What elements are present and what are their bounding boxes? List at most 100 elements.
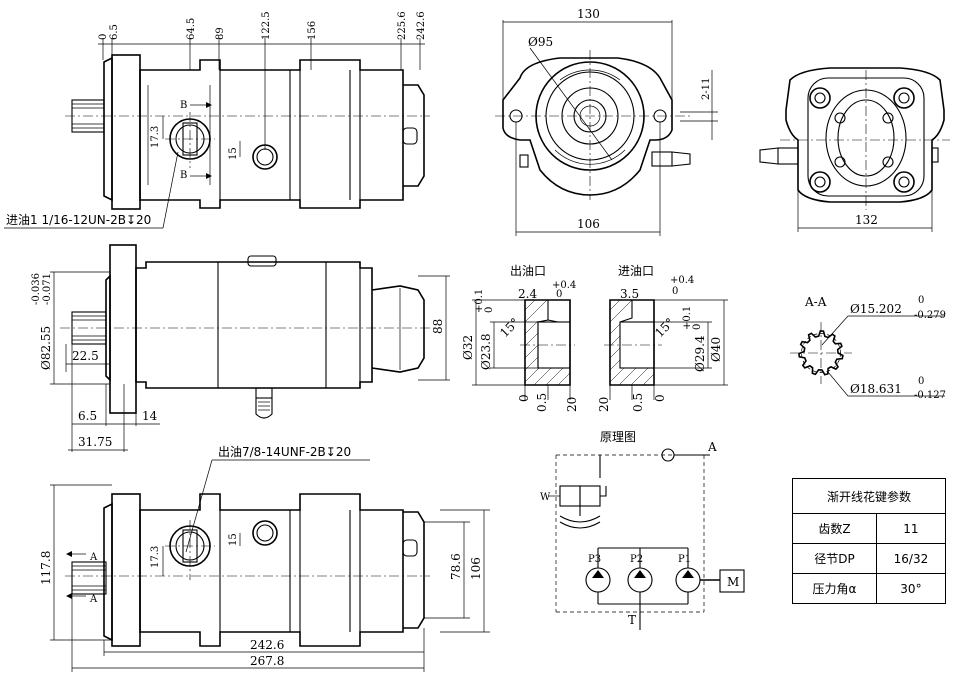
table-row: 径节DP 16/32 xyxy=(792,543,947,574)
valve-w: W xyxy=(540,492,551,503)
dim-3-5: 3.5 xyxy=(620,287,639,301)
spline-gear xyxy=(798,330,844,376)
dim-31-75: 31.75 xyxy=(78,435,112,449)
front-view: 130 Ø95 2-11 106 xyxy=(495,7,718,236)
table-row: 压力角α 30° xyxy=(792,573,947,604)
dim-2-4: 2.4 xyxy=(518,287,537,301)
port-t: T xyxy=(628,613,636,627)
dim-88: 88 xyxy=(431,319,445,334)
dim-242-6: 242.6 xyxy=(250,638,284,652)
tol-major-upper: 0 xyxy=(918,376,924,387)
dim-top-156: 156 xyxy=(307,21,318,40)
dim-106-front: 106 xyxy=(577,217,600,231)
tol-side-upper-in: +0.1 xyxy=(682,306,693,330)
tol-lower: -0.071 xyxy=(42,273,53,305)
tol-2-4-upper: +0.4 xyxy=(552,280,576,291)
outlet-port-title: 出油口 xyxy=(510,264,546,278)
tol-upper: -0.036 xyxy=(31,273,42,305)
dim-2-11: 2-11 xyxy=(701,78,712,100)
bottom-view: 15 17.3 出油7/8-14UNF-2B↧20 A A 117.8 78.6… xyxy=(39,445,490,672)
dim-0-5-inlet: 0.5 xyxy=(631,393,645,412)
dim-132: 132 xyxy=(855,213,878,227)
angle-15-outlet: 15° xyxy=(497,315,522,340)
dim-d82-55: Ø82.55 xyxy=(39,326,53,370)
dim-top-122-5: 122.5 xyxy=(261,11,272,40)
top-view: 0 6.5 64.5 89 122.5 156 225.6 242.6 xyxy=(4,11,430,229)
spec-label: 径节DP xyxy=(792,543,877,574)
dim-17-3-top: 17.3 xyxy=(150,126,161,148)
schematic-title: 原理图 xyxy=(600,430,636,444)
rear-view: 132 xyxy=(759,67,950,232)
spline-section-aa: A-A Ø15.202 0 -0.279 Ø18.631 0 -0.127 xyxy=(790,295,946,401)
tol-side-lower: 0 xyxy=(484,307,495,313)
dim-top-6-5: 6.5 xyxy=(109,24,120,40)
dim-d95: Ø95 xyxy=(528,35,553,49)
outlet-port-section: 出油口 2.4 +0.4 0 +0.1 0 15° Ø32 Ø23 xyxy=(461,264,579,412)
dim-d40: Ø40 xyxy=(709,337,723,362)
tol-major-lower: -0.127 xyxy=(914,390,946,401)
tol-3-5-lower: 0 xyxy=(672,286,678,297)
dim-d29-4: Ø29.4 xyxy=(693,335,707,372)
spec-label: 压力角α xyxy=(792,573,877,604)
dim-130: 130 xyxy=(577,7,600,21)
dim-78-6: 78.6 xyxy=(449,553,463,580)
pump-p1-label: P1 xyxy=(678,554,691,565)
hydraulic-schematic: 原理图 A W P3 P2 xyxy=(540,430,745,630)
tol-2-4-lower: 0 xyxy=(556,289,562,300)
dim-minor: Ø15.202 xyxy=(850,302,902,316)
dim-15-bottom: 15 xyxy=(228,533,239,546)
motor-label: M xyxy=(727,575,739,589)
dim-0-inlet: 0 xyxy=(653,394,667,402)
dim-d23-8: Ø23.8 xyxy=(479,333,493,370)
dim-15-top: 15 xyxy=(228,147,239,160)
dim-top-225-6: 225.6 xyxy=(397,11,408,40)
dim-22-5: 22.5 xyxy=(72,349,99,363)
dim-117-8: 117.8 xyxy=(39,551,53,585)
spec-value: 16/32 xyxy=(875,543,947,574)
section-aa-title: A-A xyxy=(804,295,827,309)
dim-14: 14 xyxy=(142,409,158,423)
inlet-note: 进油1 1/16-12UN-2B↧20 xyxy=(6,213,151,227)
inlet-port-title: 进油口 xyxy=(618,264,654,278)
port-a: A xyxy=(707,440,717,454)
section-a-top: A xyxy=(89,552,98,563)
dim-top-64-5: 64.5 xyxy=(186,18,197,40)
spline-spec-table: 渐开线花键参数 齿数Z 11 径节DP 16/32 压力角α 30° xyxy=(792,478,947,604)
pump-p3-label: P3 xyxy=(588,554,601,565)
tol-minor-lower: -0.279 xyxy=(914,310,946,321)
dim-d32: Ø32 xyxy=(461,335,475,360)
dim-top-89: 89 xyxy=(215,27,226,40)
side-view: 88 Ø82.55 -0.036 -0.071 22.5 6.5 14 31.7… xyxy=(31,244,450,452)
pump-p3: P3 xyxy=(585,548,611,593)
inlet-port-section: 进油口 3.5 +0.4 0 +0.1 0 15° Ø29.4 Ø40 xyxy=(597,264,728,412)
dim-0-5-outlet: 0.5 xyxy=(535,393,549,412)
dim-17-3-bottom: 17.3 xyxy=(150,546,161,568)
angle-15-inlet: 15° xyxy=(652,315,677,340)
dim-top-0: 0 xyxy=(98,34,109,40)
dim-0-outlet: 0 xyxy=(517,394,531,402)
dim-267-8: 267.8 xyxy=(250,654,284,668)
spec-label: 齿数Z xyxy=(792,513,877,544)
section-a-bottom: A xyxy=(89,594,98,605)
section-b-top: B xyxy=(180,100,187,111)
dim-20-outlet: 20 xyxy=(565,397,579,412)
dim-top-242-6: 242.6 xyxy=(416,11,427,40)
spec-value: 11 xyxy=(875,513,947,544)
dim-20-inlet: 20 xyxy=(597,397,611,412)
spec-table-title: 渐开线花键参数 xyxy=(792,478,946,514)
pump-p2: P2 xyxy=(627,548,653,593)
dim-106-bottom: 106 xyxy=(469,557,483,580)
spec-value: 30° xyxy=(875,573,947,604)
tol-3-5-upper: +0.4 xyxy=(670,275,694,286)
outlet-note: 出油7/8-14UNF-2B↧20 xyxy=(218,445,351,459)
table-row: 齿数Z 11 xyxy=(792,513,947,544)
pump-p1: P1 xyxy=(675,548,701,593)
pump-p2-label: P2 xyxy=(630,554,643,565)
tol-minor-upper: 0 xyxy=(918,295,924,306)
tol-side-lower-in: 0 xyxy=(692,324,703,330)
tol-side-upper: +0.1 xyxy=(474,289,485,313)
dim-6-5: 6.5 xyxy=(78,409,97,423)
spline-teeth xyxy=(798,330,844,376)
dim-major: Ø18.631 xyxy=(850,382,902,396)
